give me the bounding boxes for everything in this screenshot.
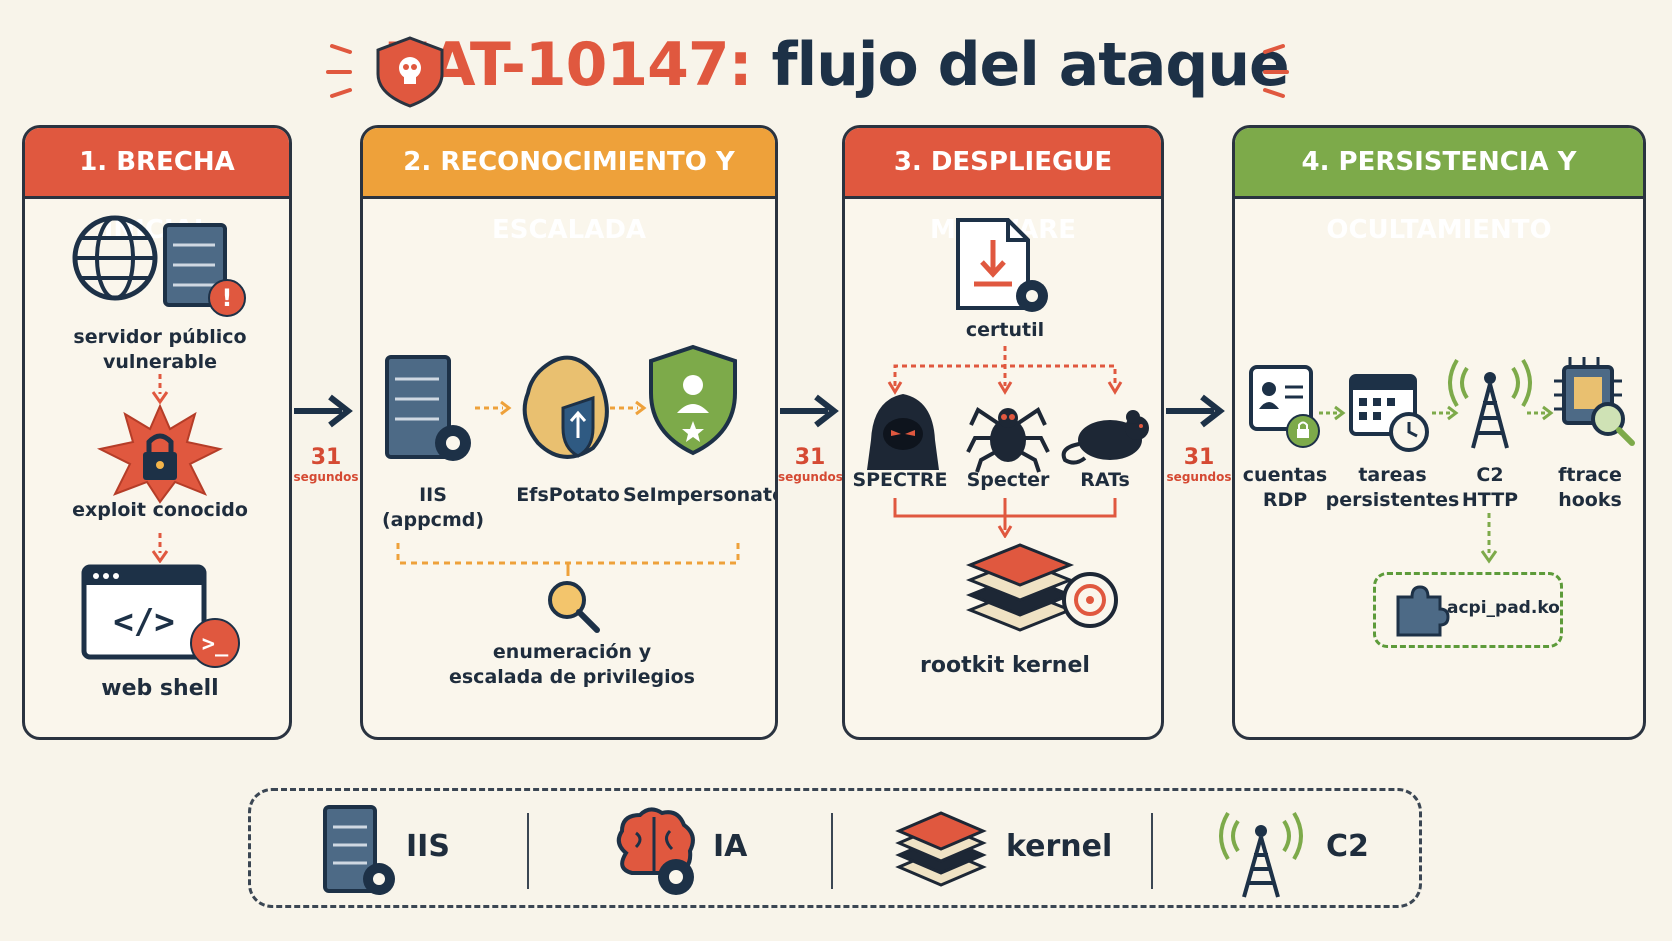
iis-server-icon (323, 805, 395, 895)
label-efspotato: EfsPotato (516, 484, 620, 506)
hacker-icon (867, 394, 939, 470)
label-web-shell: web shell (101, 676, 219, 701)
arrow-right (1319, 405, 1346, 421)
svg-text:</>: </> (113, 602, 174, 642)
label-rats: RATs (1080, 469, 1130, 491)
title-text: flujo del ataque (771, 30, 1290, 100)
time-gap-1: 31 segundos (293, 445, 359, 484)
panel-header: 3. DESPLIEGUE MALWARE (845, 128, 1161, 245)
rootkit-layers-icon (965, 543, 1118, 632)
rdp-account-icon (1249, 365, 1320, 448)
arrow-right (1166, 394, 1225, 428)
page-title: UAT-10147: flujo del ataque (0, 30, 1672, 100)
exploit-lock-icon (96, 404, 224, 504)
label-specter: Specter (966, 469, 1050, 491)
title-code: UAT-10147: (383, 30, 752, 100)
legend-iis: IIS (406, 829, 450, 864)
legend-c2: C2 (1326, 829, 1369, 864)
svg-text:>_: >_ (202, 632, 229, 657)
arrow-right (294, 394, 353, 428)
title-deco-left (326, 36, 444, 108)
arrow-right (475, 400, 512, 416)
bracket-connector (396, 543, 740, 576)
legend-ia: IA (713, 829, 748, 864)
arrow-right (610, 400, 647, 416)
legend-divider (1151, 813, 1153, 889)
label-rootkit-kernel: rootkit kernel (920, 653, 1090, 678)
label-spectre: SPECTRE (852, 469, 948, 491)
panel-header: 1. BRECHA INICIAL (25, 128, 289, 245)
label-certutil: certutil (965, 319, 1045, 341)
branch-connector (887, 346, 1123, 395)
label-acpi-pad: acpi_pad.ko (1447, 598, 1560, 618)
legend-divider (527, 813, 529, 889)
c2-tower-icon (1448, 358, 1532, 449)
title-deco-right (1263, 44, 1289, 98)
arrow-right (1432, 405, 1459, 421)
panel-header: 4. PERSISTENCIA Y OCULTAMIENTO (1235, 128, 1643, 245)
brain-gear-icon (616, 807, 695, 895)
arrow-down (151, 374, 169, 404)
label-known-exploit: exploit conocido (72, 499, 248, 521)
label-iis: IIS(appcmd) (381, 484, 485, 531)
spider-icon (966, 407, 1050, 473)
svg-text:!: ! (222, 284, 233, 312)
magnifier-icon (548, 581, 600, 633)
arrow-right (1527, 405, 1554, 421)
time-gap-2: 31 segundos (778, 445, 843, 484)
panel-malware-deploy: 3. DESPLIEGUE MALWARE certutil SPECTRE S… (842, 125, 1164, 740)
potato-icon (522, 355, 609, 459)
panel-recon-escalation: 2. RECONOCIMIENTO Y ESCALADA IIS(appcmd)… (360, 125, 778, 740)
legend-kernel: kernel (1006, 829, 1113, 864)
puzzle-module-icon (1396, 585, 1450, 637)
module-box (1373, 572, 1563, 648)
label-seimpersonate: SeImpersonate (623, 484, 778, 506)
shield-user-icon (649, 344, 737, 456)
time-gap-3: 31 segundos (1166, 445, 1232, 484)
merge-connector (893, 498, 1117, 538)
arrow-right (780, 394, 839, 428)
panel-header: 2. RECONOCIMIENTO Y ESCALADA (363, 128, 775, 245)
rat-icon (1061, 410, 1149, 465)
arrow-down (1480, 513, 1498, 564)
globe-server-icon: ! (72, 215, 246, 317)
legend-divider (831, 813, 833, 889)
chip-magnifier-icon (1554, 357, 1635, 446)
kernel-layers-icon (895, 811, 987, 887)
iis-server-icon (385, 355, 471, 461)
c2-tower-icon (1219, 811, 1303, 898)
scheduled-task-icon (1349, 374, 1429, 452)
web-shell-icon: </> >_ (81, 564, 240, 668)
legend: IIS IA kernel C2 (248, 788, 1422, 908)
arrow-down (151, 533, 169, 563)
download-file-icon (956, 218, 1048, 312)
